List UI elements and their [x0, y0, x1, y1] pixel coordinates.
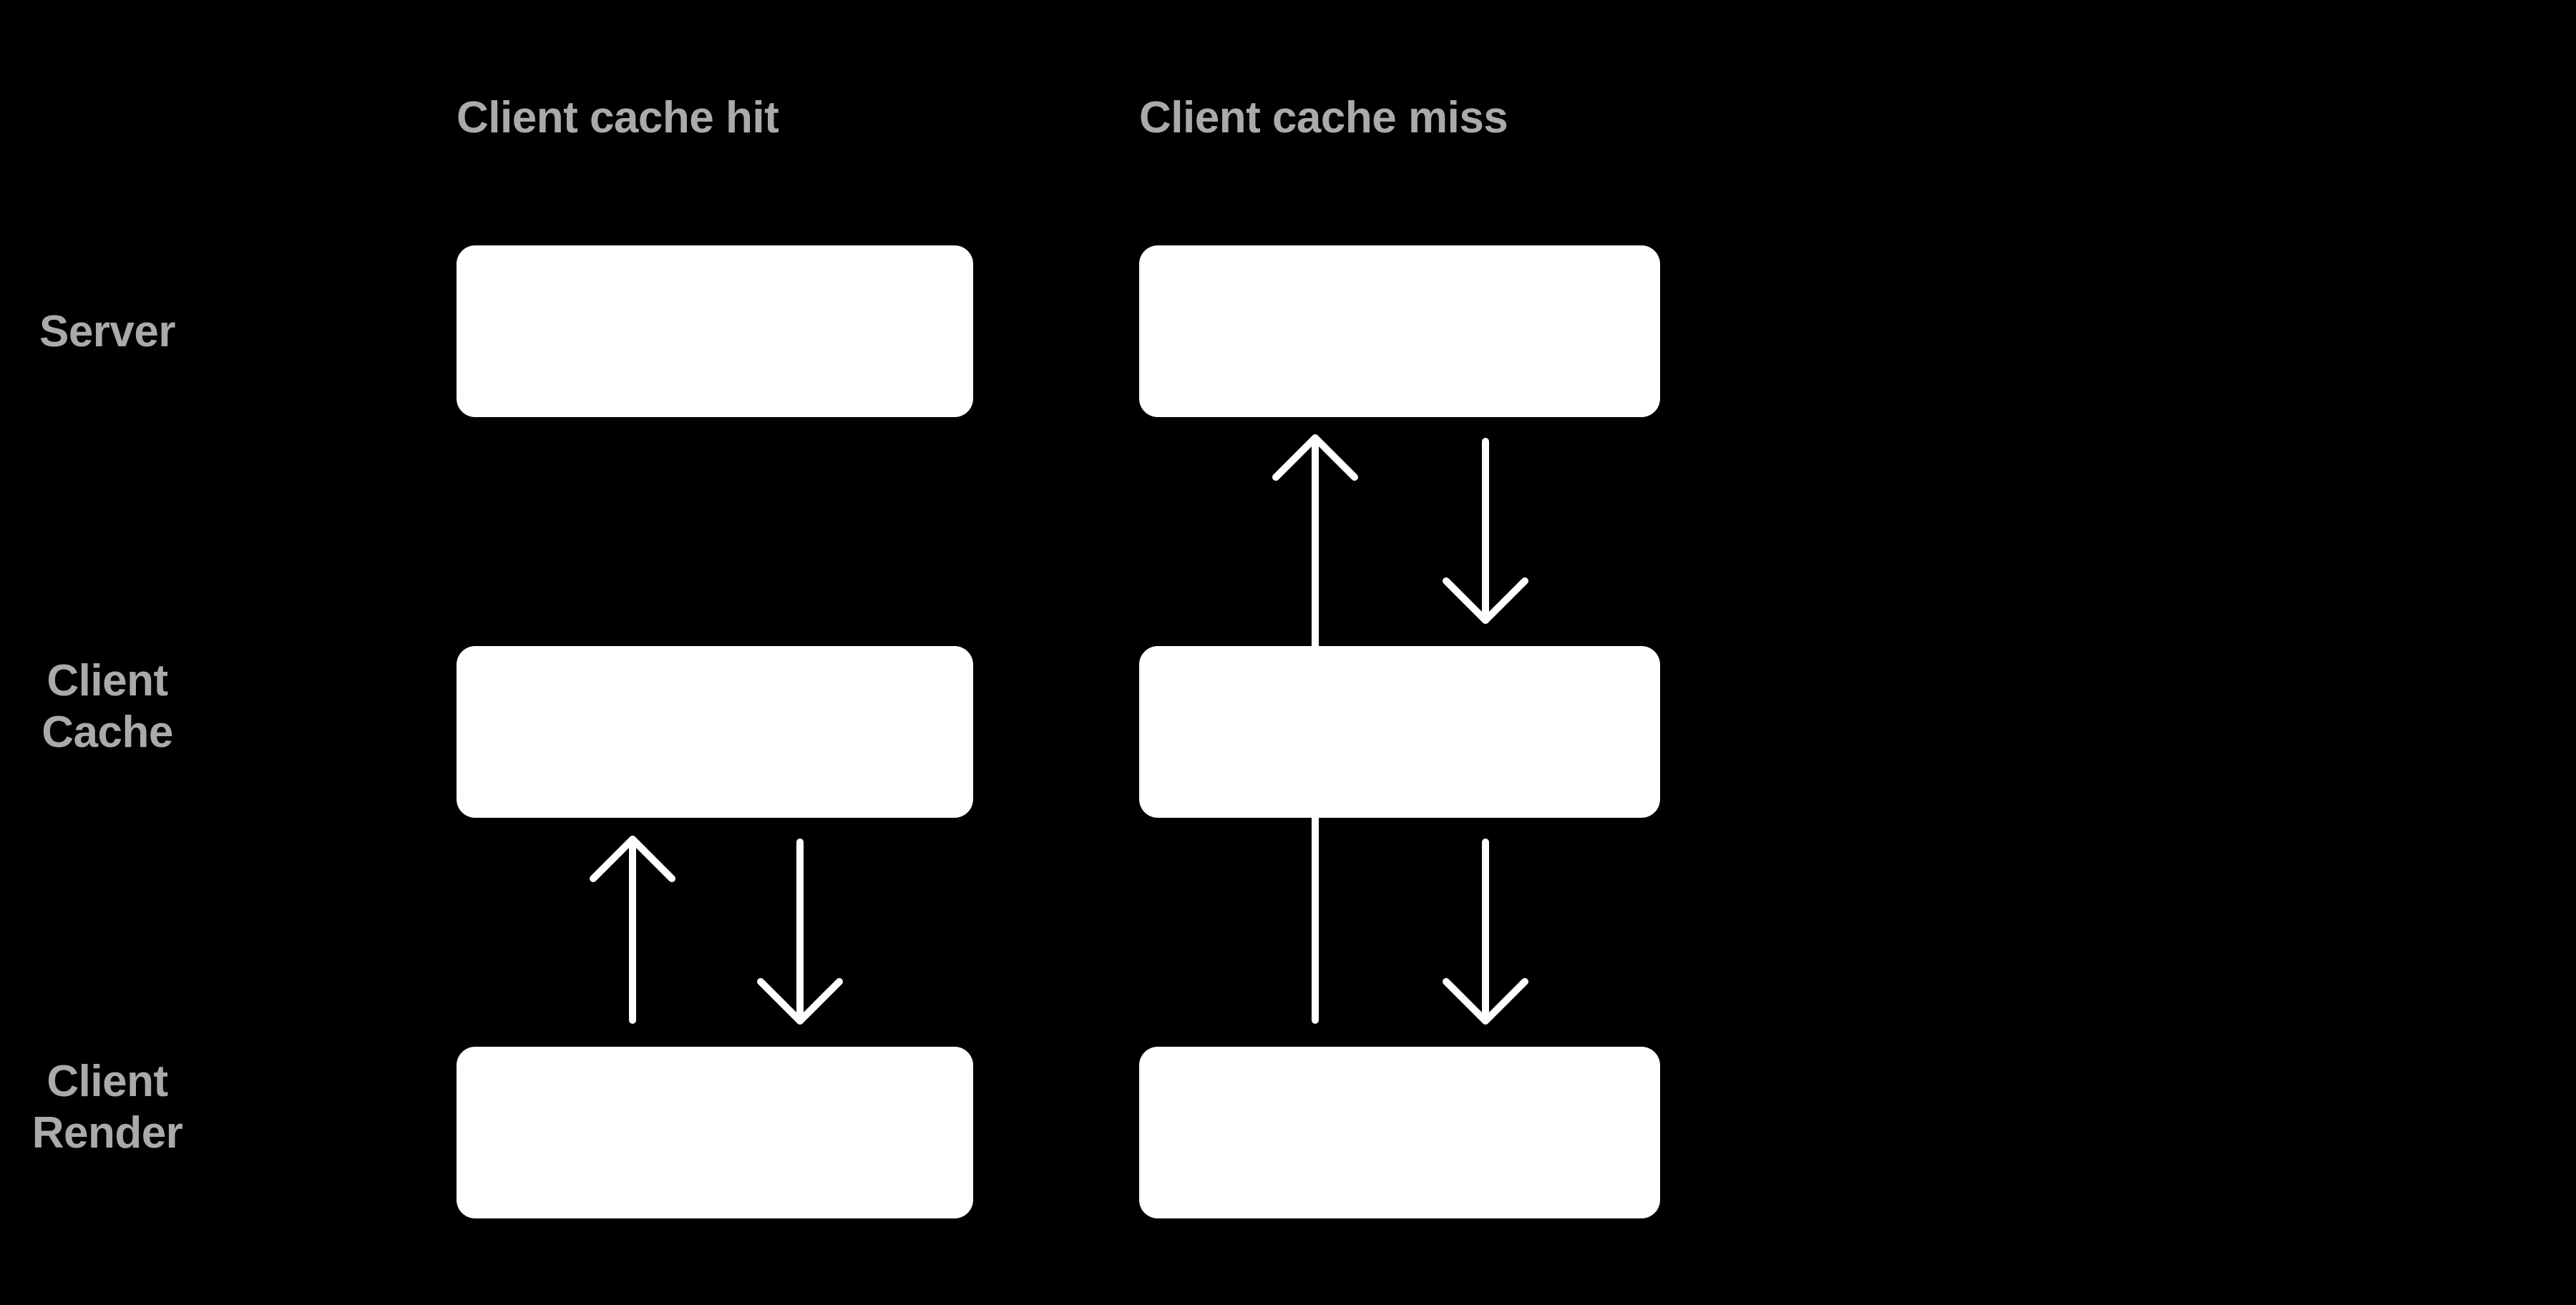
node-miss-server[interactable] [1139, 245, 1660, 417]
node-miss-client-cache[interactable] [1139, 646, 1660, 818]
node-miss-client-render[interactable] [1139, 1047, 1660, 1218]
node-hit-client-render[interactable] [457, 1047, 973, 1218]
column-header-client-cache-miss: Client cache miss [1139, 93, 1508, 142]
arrow-hit-render-to-cache [590, 836, 675, 1024]
row-label-client-cache: Client Cache [42, 656, 173, 757]
row-label-server: Server [39, 307, 176, 356]
row-label-client-render: Client Render [31, 1057, 183, 1158]
arrow-miss-server-to-cache [1443, 438, 1528, 624]
node-hit-client-cache[interactable] [457, 646, 973, 818]
arrow-hit-cache-to-render [757, 839, 843, 1025]
column-header-client-cache-hit: Client cache hit [457, 93, 779, 142]
node-hit-server[interactable] [457, 245, 973, 417]
arrow-miss-cache-to-render [1443, 839, 1528, 1025]
